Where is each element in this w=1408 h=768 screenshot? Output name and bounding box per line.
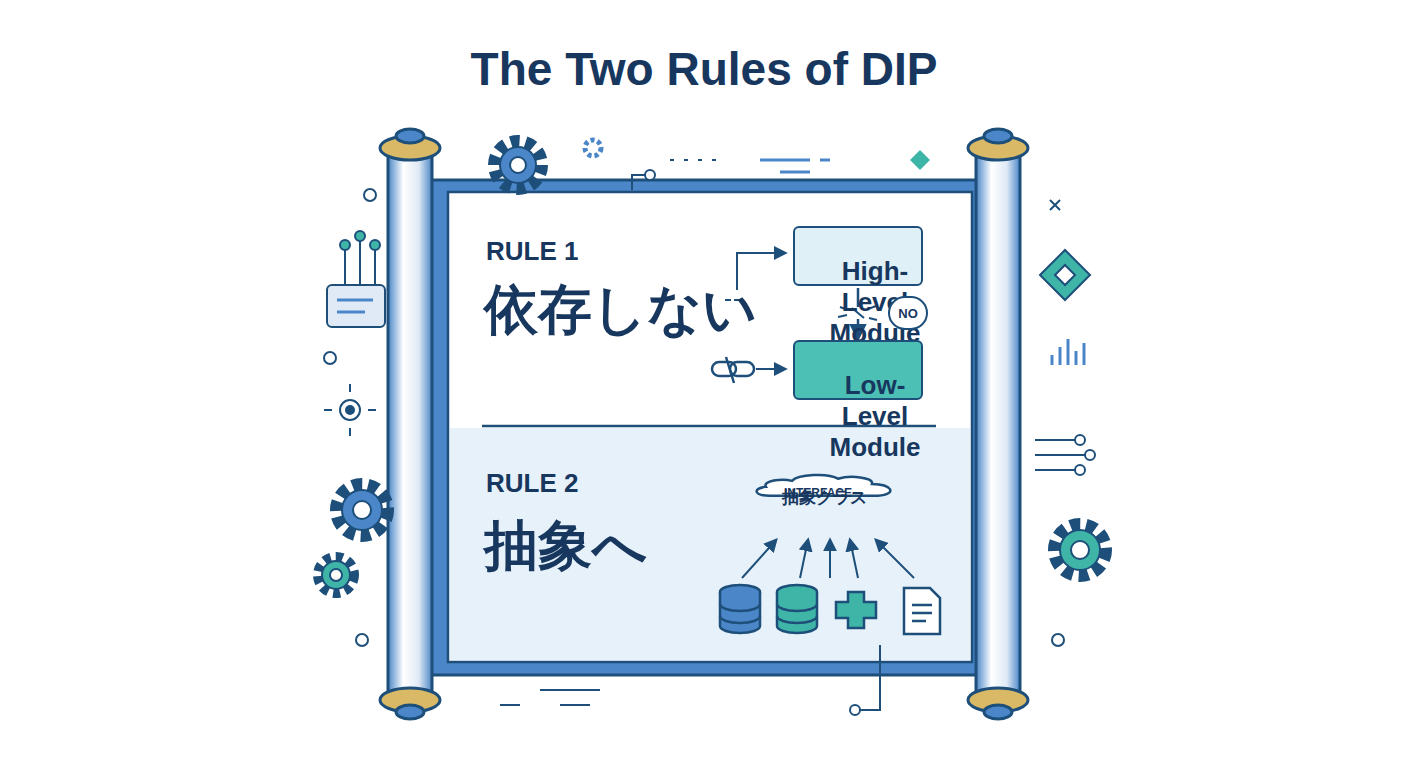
rule-panel: RULE 2 抽象へ INTERFACE抽象クラス xyxy=(452,428,968,658)
rule-heading: 依存しない xyxy=(484,274,757,347)
rule-number: RULE 1 xyxy=(486,236,578,267)
rule-number: RULE 2 xyxy=(486,468,578,499)
interface-cloud: INTERFACE抽象クラス xyxy=(750,472,900,498)
node-label: Low-Level Module xyxy=(829,370,921,464)
module-box: High-Level Module xyxy=(793,226,923,286)
title: The Two Rules of DIP xyxy=(0,42,1408,96)
edge-label: NO xyxy=(888,296,928,330)
node-label: 抽象クラス xyxy=(782,486,867,509)
module-box: Low-Level Module xyxy=(793,340,923,400)
rule-heading: 抽象へ xyxy=(484,510,647,583)
